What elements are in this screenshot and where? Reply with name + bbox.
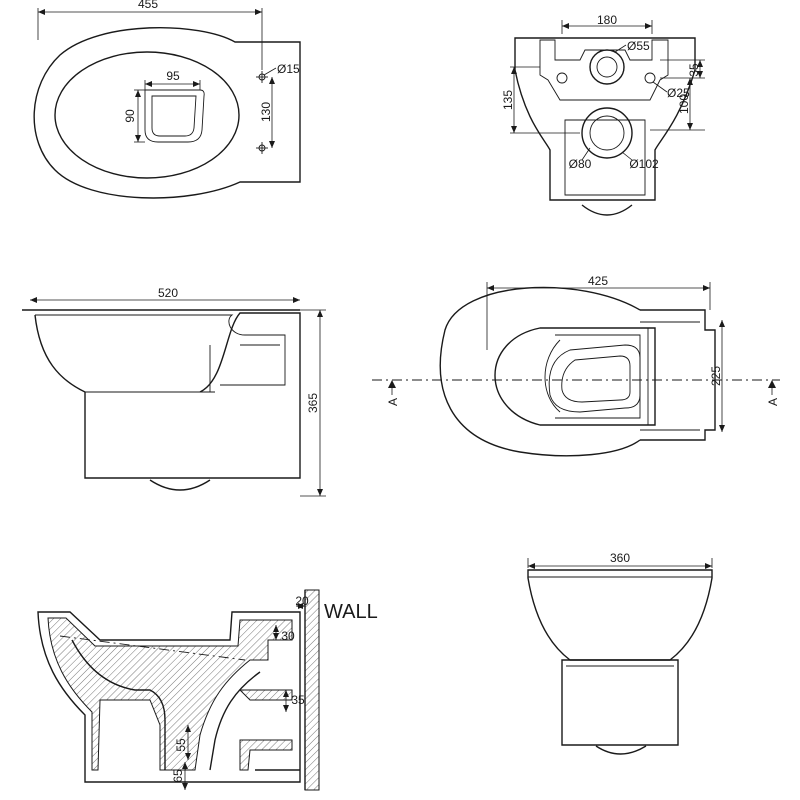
back-dia-top-label: Ø55 bbox=[627, 39, 650, 53]
section-d4-label: 65 bbox=[171, 769, 185, 783]
back-h3-label: 100 bbox=[677, 94, 691, 114]
side-view: 520 365 bbox=[22, 286, 326, 497]
back-dia-outer-label: Ø102 bbox=[629, 157, 659, 171]
back-h1-label: 135 bbox=[501, 90, 515, 110]
back-h2-label: 35 bbox=[687, 63, 701, 77]
side-height-label: 365 bbox=[306, 393, 320, 413]
back-view: 180 Ø55 Ø25 135 35 100 Ø80 Ø102 bbox=[501, 13, 705, 216]
top-width-label: 455 bbox=[138, 0, 158, 11]
section-d3-label: 55 bbox=[174, 738, 188, 752]
hole-spacing-label: 130 bbox=[259, 102, 273, 122]
section-d1-label: 30 bbox=[281, 629, 295, 643]
front-view: 360 bbox=[527, 551, 713, 755]
top-hole-dia-label: Ø15 bbox=[277, 62, 300, 76]
back-dia-inner-label: Ø80 bbox=[569, 157, 592, 171]
section-mark-left: A bbox=[386, 398, 400, 406]
plan-height-label: 225 bbox=[709, 366, 723, 386]
wall-gap-label: 20 bbox=[295, 594, 309, 608]
section-d2-label: 35 bbox=[291, 693, 305, 707]
section-mark-right: A bbox=[766, 398, 780, 406]
outlet-width-label: 95 bbox=[166, 69, 180, 83]
side-length-label: 520 bbox=[158, 286, 178, 300]
wall-label: WALL bbox=[324, 601, 378, 623]
back-dia-mid-label: Ø25 bbox=[667, 86, 690, 100]
outlet-height-label: 90 bbox=[123, 109, 137, 123]
back-width-label: 180 bbox=[597, 13, 617, 27]
plan-view: A A 425 225 bbox=[372, 274, 780, 457]
top-view: 455 Ø15 95 90 130 bbox=[33, 0, 301, 199]
section-view: 20 WALL 30 35 55 65 bbox=[37, 589, 378, 791]
front-width-label: 360 bbox=[610, 551, 630, 565]
plan-length-label: 425 bbox=[588, 274, 608, 288]
